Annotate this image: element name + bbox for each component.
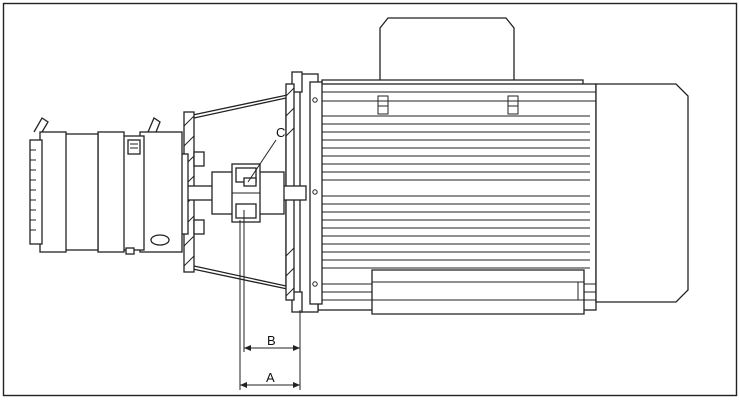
gear-pump — [29, 117, 189, 255]
dimension-b-label: B — [267, 333, 276, 348]
dimension-lines — [239, 139, 301, 390]
coupling-label: C — [276, 125, 285, 140]
motor-fan-cover — [595, 83, 689, 303]
dimension-a-label: A — [266, 370, 275, 385]
drawing-frame — [2, 2, 738, 397]
electric-motor — [317, 17, 689, 315]
motor-cooling-fins — [322, 91, 596, 301]
